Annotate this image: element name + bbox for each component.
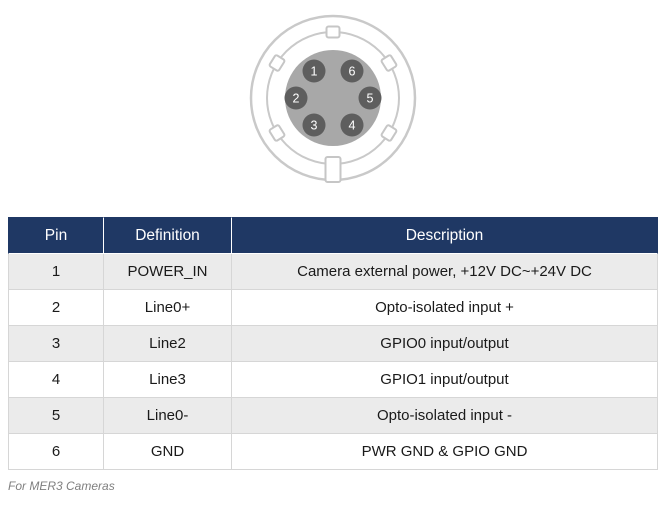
pin-number: 1 xyxy=(311,65,318,79)
table-row: 1 POWER_IN Camera external power, +12V D… xyxy=(8,253,658,290)
table-row: 5 Line0- Opto-isolated input - xyxy=(8,397,658,434)
pinout-table: Pin Definition Description 1 POWER_IN Ca… xyxy=(8,217,658,470)
definition-cell: GND xyxy=(103,433,232,470)
pin-marker-4: 4 xyxy=(340,113,364,137)
pin-cell: 6 xyxy=(8,433,104,470)
pin-marker-6: 6 xyxy=(340,59,364,83)
pin-cell: 4 xyxy=(8,361,104,398)
table-caption: For MER3 Cameras xyxy=(8,479,115,493)
pin-number: 2 xyxy=(293,92,300,106)
description-cell: GPIO1 input/output xyxy=(231,361,658,398)
connector-svg: 1 6 2 5 3 4 xyxy=(249,14,417,183)
table-header-row: Pin Definition Description xyxy=(8,217,658,254)
column-header-description: Description xyxy=(231,217,658,254)
pin-cell: 1 xyxy=(8,253,104,290)
pin-number: 6 xyxy=(349,65,356,79)
table-row: 2 Line0+ Opto-isolated input + xyxy=(8,289,658,326)
pin-number: 4 xyxy=(349,119,356,133)
pin-number: 5 xyxy=(367,92,374,106)
definition-cell: POWER_IN xyxy=(103,253,232,290)
column-header-definition: Definition xyxy=(103,217,232,254)
description-cell: Camera external power, +12V DC~+24V DC xyxy=(231,253,658,290)
pin-cell: 3 xyxy=(8,325,104,362)
description-cell: Opto-isolated input + xyxy=(231,289,658,326)
table-row: 6 GND PWR GND & GPIO GND xyxy=(8,433,658,470)
pin-marker-5: 5 xyxy=(358,86,382,110)
description-cell: PWR GND & GPIO GND xyxy=(231,433,658,470)
connector-diagram: 1 6 2 5 3 4 xyxy=(0,0,666,191)
column-header-pin: Pin xyxy=(8,217,104,254)
connector-key-tab-bottom xyxy=(324,156,342,183)
description-cell: Opto-isolated input - xyxy=(231,397,658,434)
table-row: 4 Line3 GPIO1 input/output xyxy=(8,361,658,398)
connector-key-tabs xyxy=(268,25,398,142)
pin-marker-3: 3 xyxy=(302,113,326,137)
definition-cell: Line0+ xyxy=(103,289,232,326)
pin-cell: 2 xyxy=(8,289,104,326)
definition-cell: Line0- xyxy=(103,397,232,434)
definition-cell: Line3 xyxy=(103,361,232,398)
definition-cell: Line2 xyxy=(103,325,232,362)
pin-marker-2: 2 xyxy=(284,86,308,110)
pin-number: 3 xyxy=(311,119,318,133)
table-row: 3 Line2 GPIO0 input/output xyxy=(8,325,658,362)
description-cell: GPIO0 input/output xyxy=(231,325,658,362)
pin-marker-1: 1 xyxy=(302,59,326,83)
pin-cell: 5 xyxy=(8,397,104,434)
